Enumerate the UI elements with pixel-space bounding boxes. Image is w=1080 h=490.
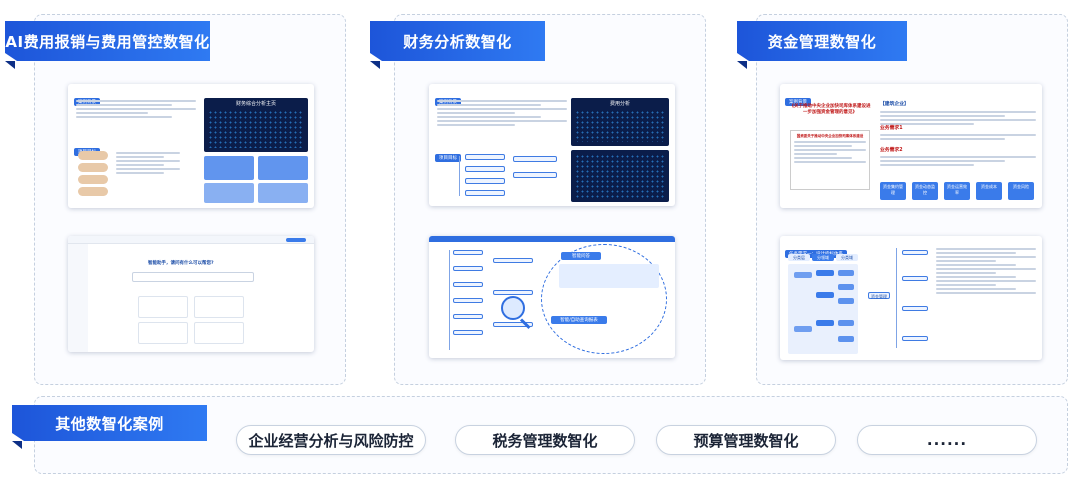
tree-root: 资金管理 (868, 292, 890, 299)
company-type: 【建筑企业】 (880, 102, 909, 107)
need-1-label: 业务需求1 (880, 126, 903, 131)
case-pill-business-risk[interactable]: 企业经营分析与风险防控 (236, 425, 426, 455)
thumbnail-fund-background[interactable]: 案例背景 《关于推动中央企业加快司库体系建设进一步加强资金管理的意见》 国资委关… (780, 84, 1042, 208)
case-tag: 案例背景 (74, 98, 100, 106)
dashboard-title: 财务综合分析主页 (235, 101, 276, 107)
smart-qa-bubble: 智能问答 (561, 252, 601, 260)
section-title-ai-expense: AI费用报销与费用管控数智化 (5, 21, 210, 61)
column-header: 分领域 (812, 254, 834, 261)
fund-button: 资金集约管理 (880, 182, 906, 200)
goal-tag: 项目目标 (435, 154, 461, 162)
fund-button: 资金动态监控 (912, 182, 938, 200)
dashboard-title: 费用分析 (609, 101, 630, 107)
section-title-other-cases: 其他数智化案例 (12, 405, 207, 441)
case-pill-more[interactable]: ...... (857, 425, 1037, 455)
case-tag: 案例背景 (435, 98, 461, 106)
banner-fold (5, 61, 15, 69)
column-header: 分类域 (836, 254, 858, 261)
section-title-fund-management: 资金管理数智化 (737, 21, 907, 61)
case-pill-tax[interactable]: 税务管理数智化 (455, 425, 635, 455)
column-header: 分类层 (788, 254, 810, 261)
case-tag: 案例背景 (785, 98, 811, 106)
thumbnail-finance-overview[interactable]: 案例背景 项目目标 可视化展示 费用分析 (429, 84, 675, 206)
case-pill-budget[interactable]: 预算管理数智化 (656, 425, 836, 455)
fund-button: 资金运营效率 (944, 182, 970, 200)
fund-button: 资金成本 (976, 182, 1002, 200)
banner-fold (12, 441, 22, 449)
banner-fold (737, 61, 747, 69)
thumbnail-ai-expense-overview[interactable]: 案例背景 项目目标 可视化展示 财务综合分析主页 (68, 84, 314, 208)
thumbnail-ai-assistant[interactable]: 智能助手，请问有什么可以帮您? (68, 236, 314, 352)
banner-fold (370, 61, 380, 69)
need-2-label: 业务需求2 (880, 148, 903, 153)
section-title-finance-analysis: 财务分析数智化 (370, 21, 545, 61)
thumbnail-fund-indicator-tree[interactable]: 任务需求一：设计指标体系 分类层 分领域 分类域 资金管理 (780, 236, 1042, 360)
policy-red-header: 国资委关于推动中央企业加快司库体系建设 (796, 134, 864, 138)
thumbnail-smart-query[interactable]: 智能问答 智能/自助查询报表 (429, 236, 675, 358)
assistant-greeting: 智能助手，请问有什么可以帮您? (148, 261, 214, 266)
self-query-bubble: 智能/自助查询报表 (551, 316, 607, 324)
policy-doc-title: 《关于推动中央企业加快司库体系建设进一步加强资金管理的意见》 (789, 104, 871, 115)
fund-button: 资金风险 (1008, 182, 1034, 200)
